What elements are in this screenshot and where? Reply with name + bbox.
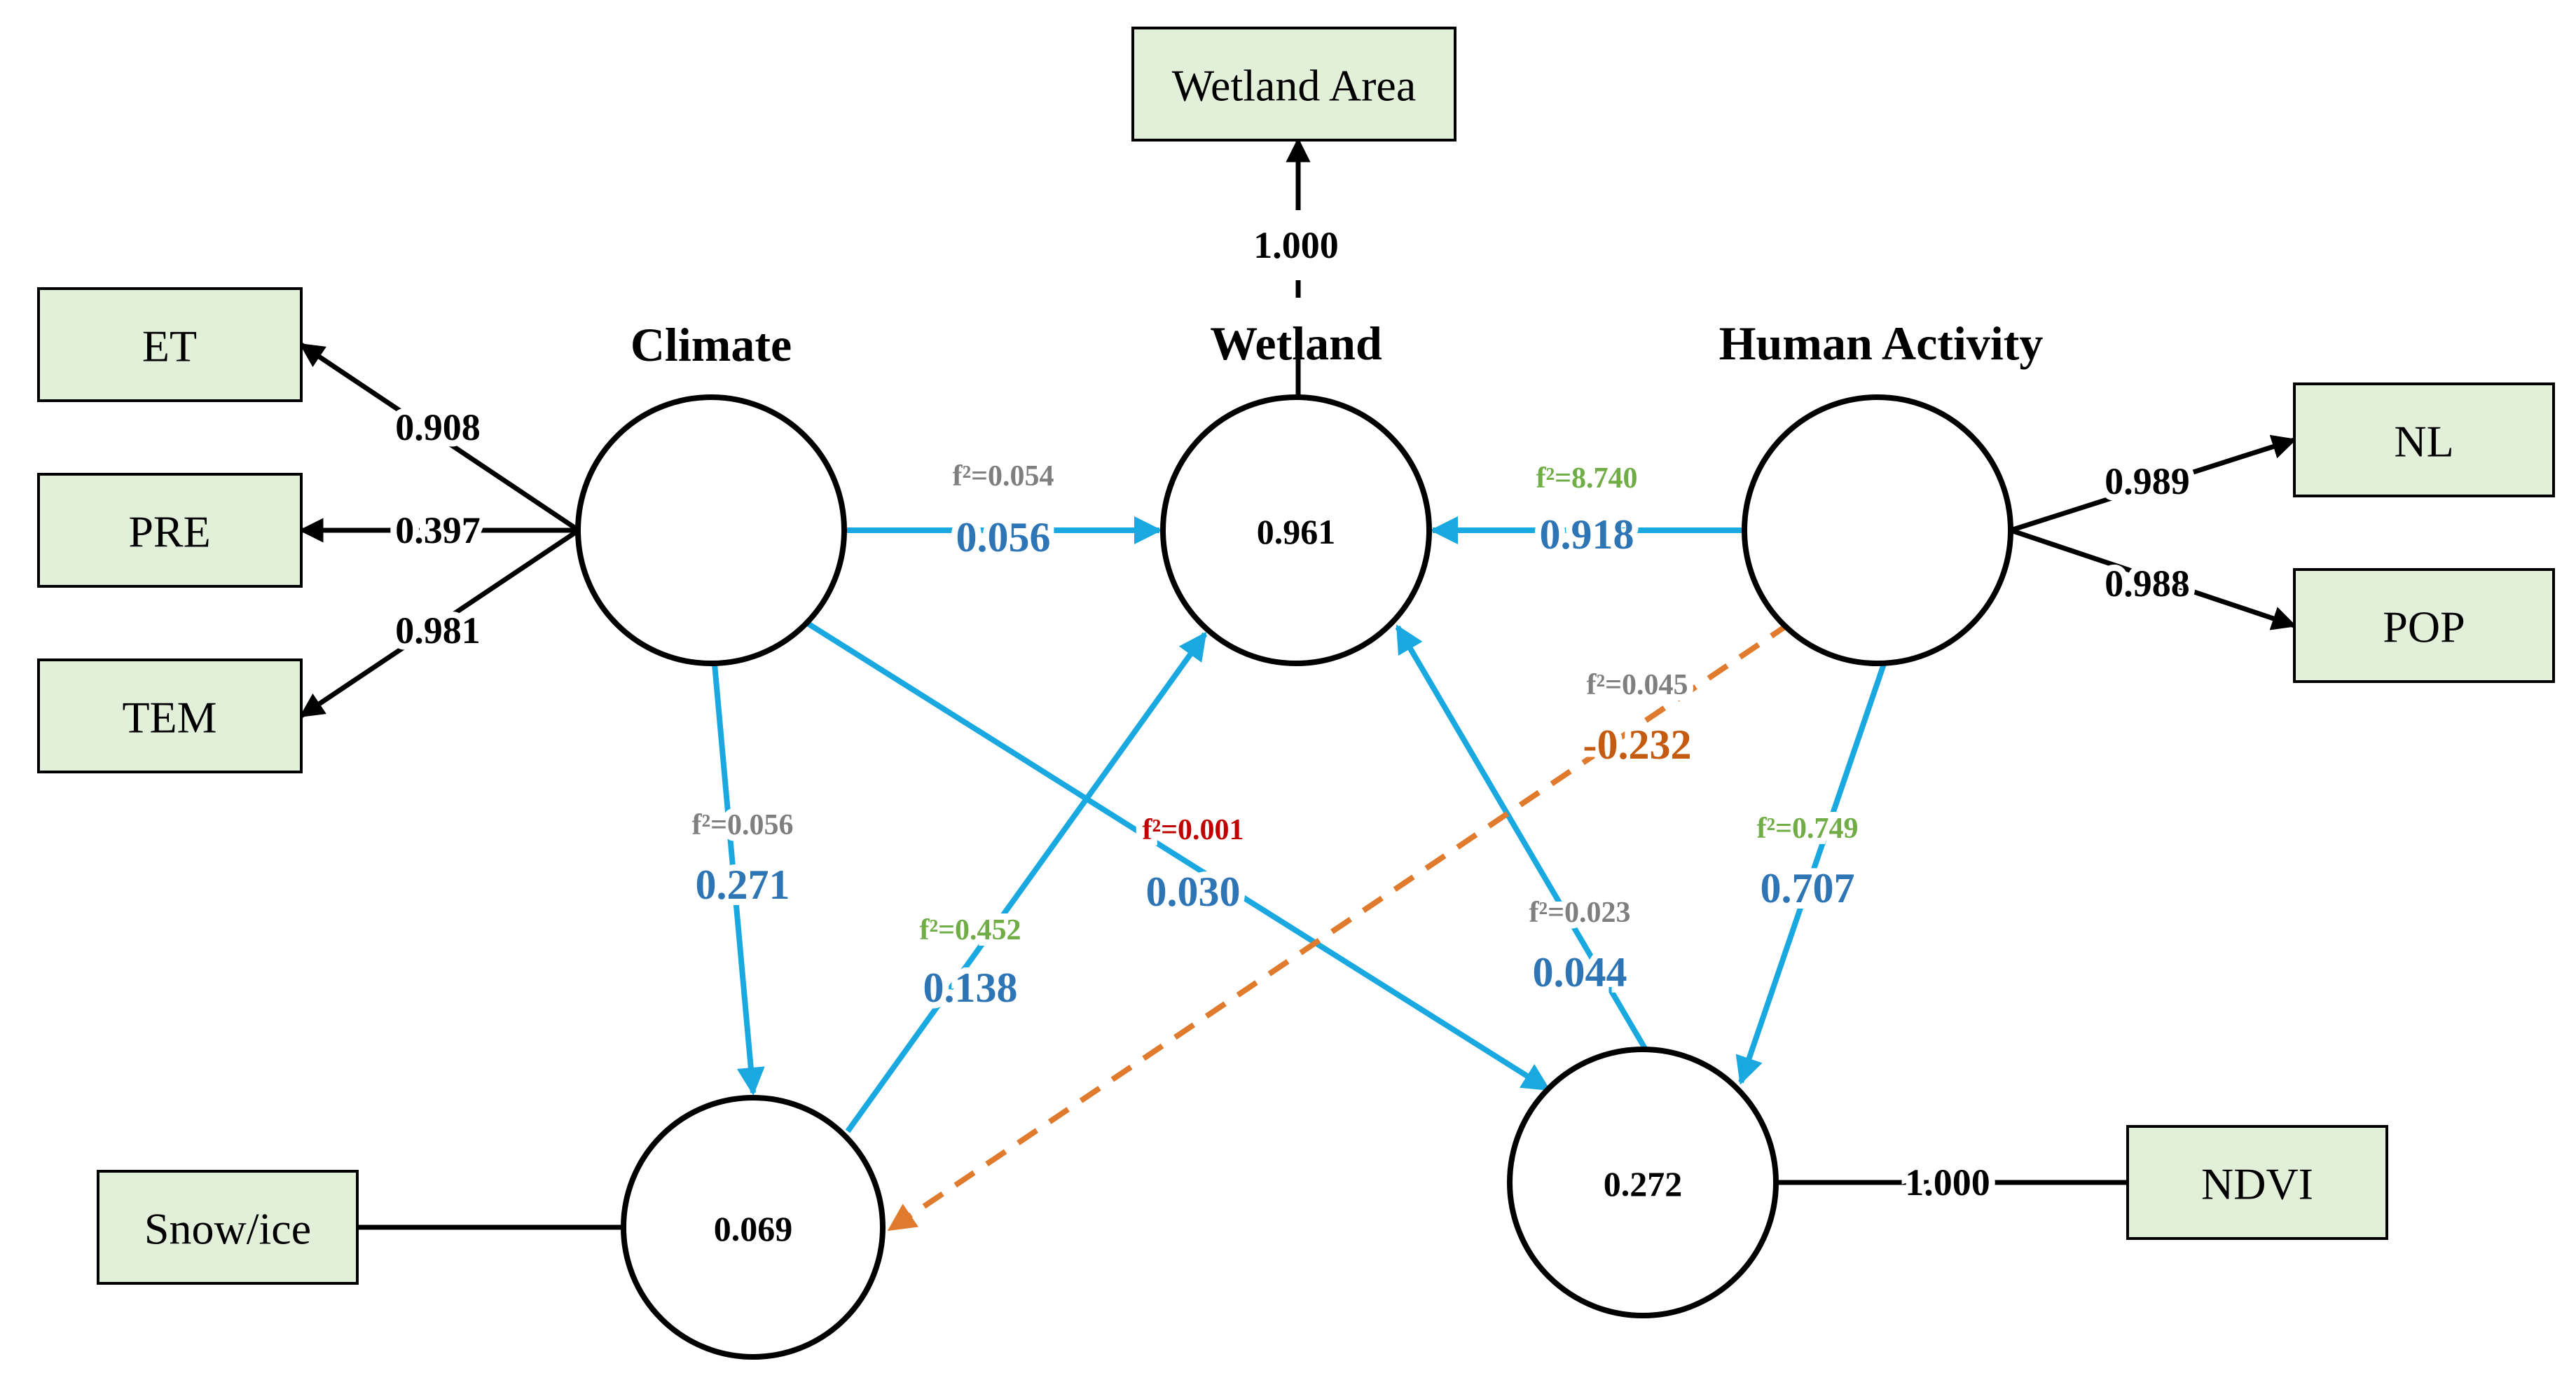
loading-line-et [299,343,580,532]
coef-climate-wetland: 0.056 [956,514,1051,560]
coef-climate-snow: 0.271 [696,862,790,908]
construct-ndvi-r2: 0.272 [1604,1164,1683,1203]
loading-line-nl [2009,434,2297,533]
indicator-wetland-area-label: Wetland Area [1172,61,1416,111]
coef-human-wetland: 0.918 [1540,511,1634,558]
construct-wetland-title: Wetland [1210,317,1382,370]
indicator-et: ET [37,287,303,402]
indicator-nl: NL [2293,382,2555,497]
construct-human-activity-title: Human Activity [1719,317,2044,370]
path-climate-snow [712,663,765,1096]
coef-human-ndvi: 0.707 [1761,865,1855,911]
loading-nl: 0.989 [2105,460,2190,502]
construct-climate [575,394,847,666]
indicator-wetland-area: Wetland Area [1131,27,1456,142]
indicator-et-label: ET [142,322,197,371]
loading-wetland-area: 1.000 [1253,224,1339,266]
coef-snow-wetland: 0.138 [923,965,1018,1011]
coef-human-snow: -0.232 [1583,722,1692,768]
construct-snow-ice: 0.069 [621,1095,886,1360]
path-climate-ndvi [800,617,1551,1092]
construct-human-activity [1742,394,2013,666]
indicator-ndvi: NDVI [2126,1125,2388,1240]
loading-pop: 0.988 [2105,563,2190,605]
construct-wetland-r2: 0.961 [1257,512,1336,551]
indicator-tem: TEM [37,658,303,773]
loading-line-tem [299,528,580,718]
f2-climate-wetland: f²=0.054 [952,460,1054,492]
path-ndvi-wetland [1395,624,1649,1053]
indicator-pop-label: POP [2383,602,2465,652]
indicator-ndvi-label: NDVI [2201,1159,2313,1209]
loading-line-pop [2009,527,2297,630]
loading-pre: 0.397 [395,509,481,551]
construct-wetland: 0.961 [1160,394,1432,666]
path-human-snow [887,621,1792,1232]
indicator-snow-ice-label: Snow/ice [144,1204,311,1254]
coef-climate-ndvi: 0.030 [1146,869,1241,915]
construct-climate-title: Climate [631,318,792,371]
f2-human-snow: f²=0.045 [1586,669,1688,701]
path-snow-wetland [845,631,1208,1133]
indicator-pre: PRE [37,473,303,588]
loading-tem: 0.981 [395,609,481,651]
indicator-pop: POP [2293,568,2555,683]
f2-ndvi-wetland: f²=0.023 [1529,897,1630,929]
construct-ndvi: 0.272 [1507,1047,1779,1318]
indicator-tem-label: TEM [122,693,216,743]
f2-human-ndvi: f²=0.749 [1756,813,1858,845]
construct-snow-ice-r2: 0.069 [714,1209,793,1248]
loading-et: 0.908 [395,406,481,448]
loading-ndvi: 1.000 [1905,1161,1990,1203]
indicator-pre-label: PRE [128,507,210,557]
path-human-ndvi [1735,661,1887,1085]
indicator-nl-label: NL [2394,417,2453,467]
f2-human-wetland: f²=8.740 [1536,462,1637,495]
f2-climate-snow: f²=0.056 [691,809,793,841]
indicator-snow-ice: Snow/ice [97,1170,359,1285]
f2-snow-wetland: f²=0.452 [919,914,1021,946]
f2-climate-ndvi: f²=0.001 [1142,814,1244,846]
coef-ndvi-wetland: 0.044 [1533,949,1627,995]
